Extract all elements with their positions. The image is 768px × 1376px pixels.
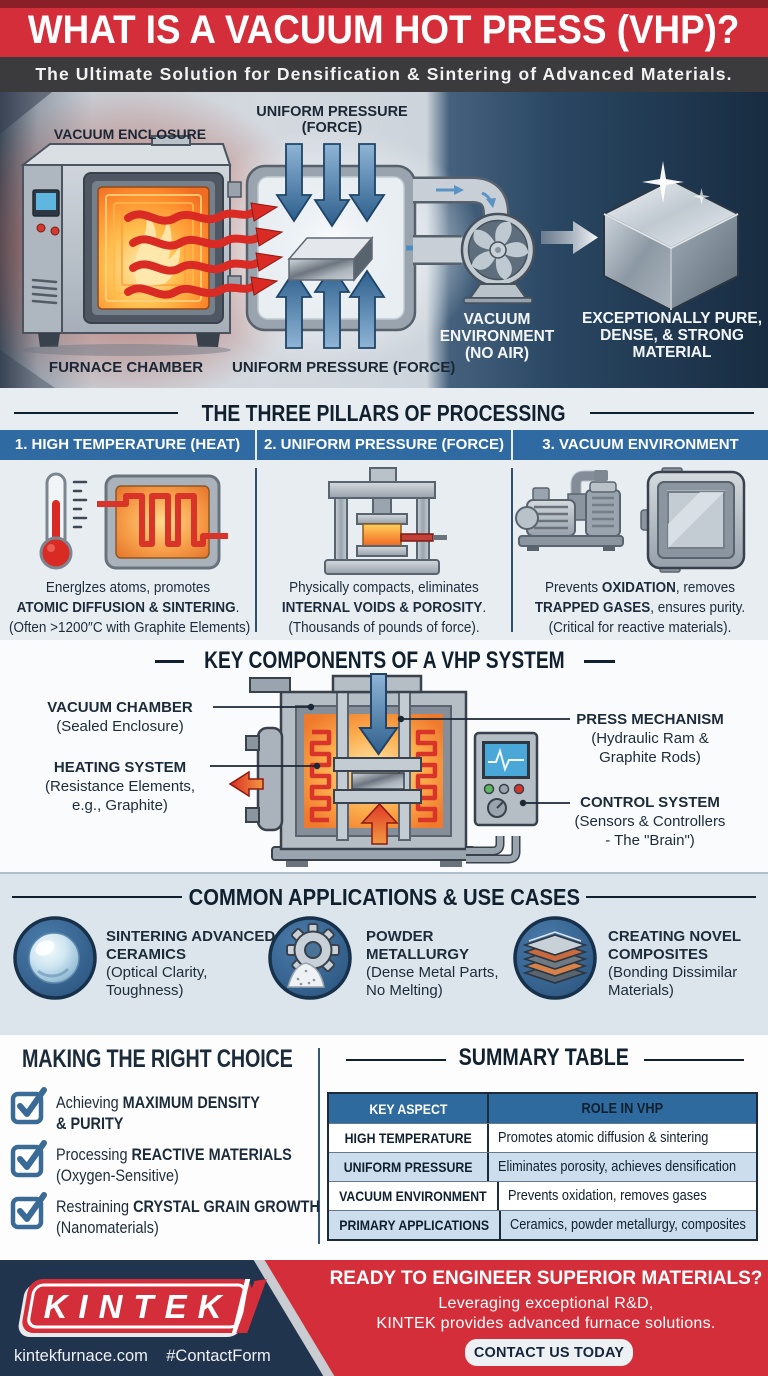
svg-text:KINTEK: KINTEK	[44, 1288, 233, 1325]
